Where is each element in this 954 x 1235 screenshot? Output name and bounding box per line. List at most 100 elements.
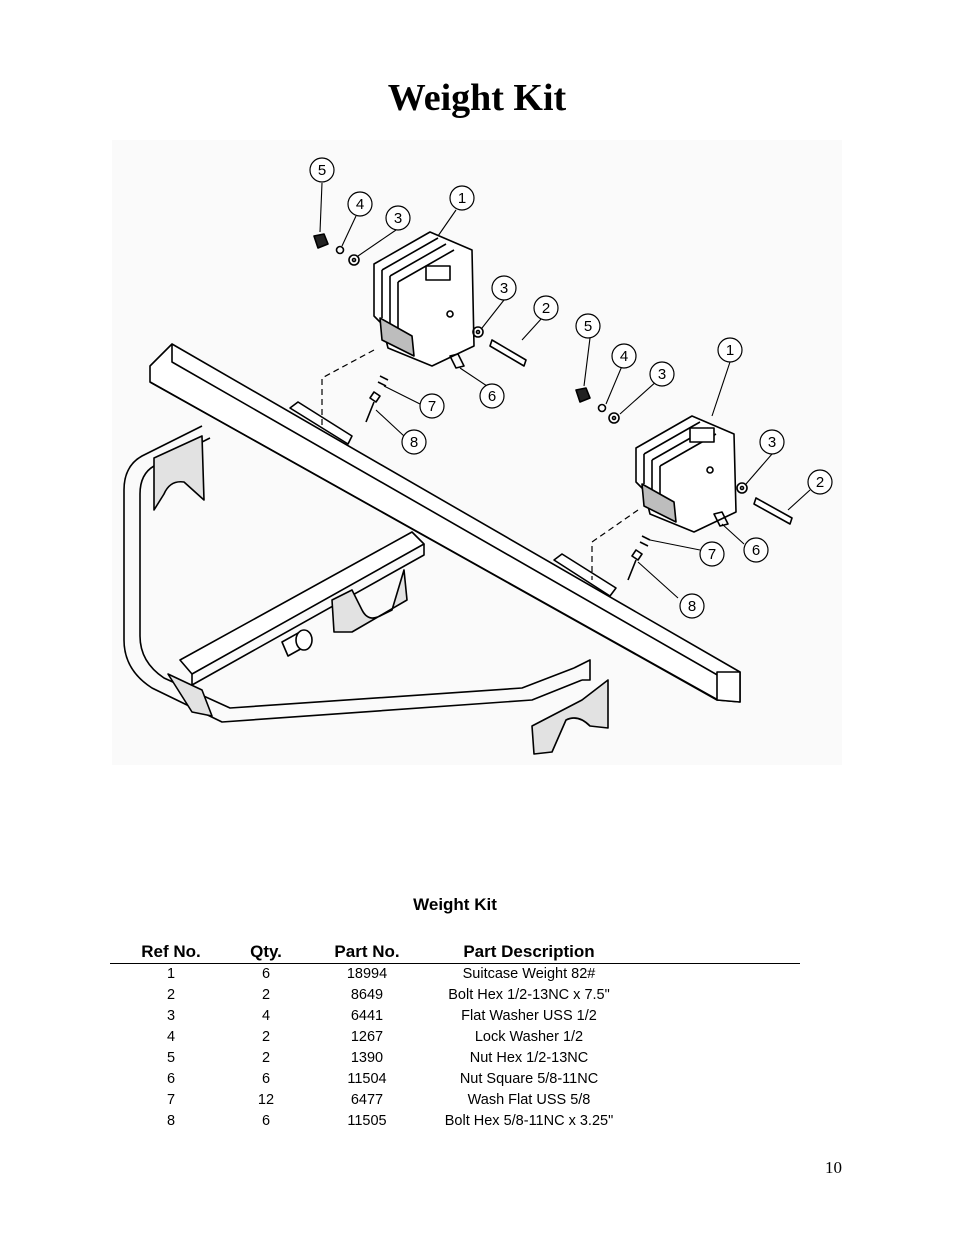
hardware-left	[313, 233, 527, 423]
callout-bubble	[807, 469, 833, 495]
cell-qty: 6	[261, 1071, 271, 1087]
cell-part-description: Flat Washer USS 1/2	[461, 1008, 597, 1024]
callout-number: 7	[428, 398, 436, 415]
cell-qty: 6	[261, 966, 271, 982]
callout-bubble	[611, 343, 637, 369]
frame-gussets	[153, 435, 609, 755]
leader-lines	[319, 182, 811, 599]
cell-qty: 4	[261, 1008, 271, 1024]
cell-part-no: 11504	[347, 1071, 387, 1087]
header-spacer	[624, 940, 800, 964]
cell-part-no: 1267	[350, 1029, 384, 1045]
cell-part-description: Nut Hex 1/2-13NC	[469, 1050, 589, 1066]
cell-spacer	[624, 1027, 800, 1048]
callout-bubble	[491, 275, 517, 301]
callout-bubble	[533, 295, 559, 321]
parts-table-header: Ref No. Qty. Part No. Part Description	[110, 940, 800, 964]
cell-part-no: 18994	[346, 966, 388, 982]
callout-number: 8	[688, 598, 696, 615]
callout-bubble	[401, 429, 427, 455]
callout-bubble	[309, 157, 335, 183]
cell-qty: 6	[261, 1113, 271, 1129]
cell-part-no: 6441	[350, 1008, 384, 1024]
callout-bubble	[347, 191, 373, 217]
saddle-brackets	[289, 401, 617, 597]
cell-part-no: 1390	[350, 1050, 384, 1066]
callout-number: 1	[458, 190, 466, 207]
callout-bubble	[743, 537, 769, 563]
cell-part-description: Bolt Hex 1/2-13NC x 7.5"	[448, 987, 610, 1003]
cell-ref-no: 7	[166, 1092, 176, 1108]
cross-bar	[179, 531, 425, 686]
parts-table-title: Weight Kit	[413, 895, 497, 914]
table-row: 3 4 6441 Flat Washer USS 1/2	[110, 1006, 800, 1027]
cell-part-description: Bolt Hex 5/8-11NC x 3.25"	[444, 1113, 614, 1129]
callout-number: 7	[708, 546, 716, 563]
callout-number: 3	[768, 434, 776, 451]
cell-part-no: 8649	[350, 987, 384, 1003]
header-qty: Qty.	[232, 940, 300, 964]
callout-bubble	[479, 383, 505, 409]
cell-spacer	[624, 1006, 800, 1027]
callout-number: 2	[816, 474, 824, 491]
callout-bubble	[449, 185, 475, 211]
cell-ref-no: 2	[166, 987, 176, 1003]
parts-table: Ref No. Qty. Part No. Part Description 1…	[110, 940, 800, 1132]
callout-number: 6	[752, 542, 760, 559]
cell-spacer	[624, 1111, 800, 1132]
callout-number: 6	[488, 388, 496, 405]
cell-part-description: Nut Square 5/8-11NC	[459, 1071, 599, 1087]
cell-qty: 2	[261, 987, 271, 1003]
cell-part-no: 6477	[350, 1092, 384, 1108]
cell-part-description: Suitcase Weight 82#	[462, 966, 596, 982]
callout-bubble	[759, 429, 785, 455]
hitch-tube	[281, 629, 313, 657]
callout-number: 8	[410, 434, 418, 451]
header-part-description: Part Description	[434, 940, 624, 964]
callout-bubble	[717, 337, 743, 363]
callout-number: 3	[658, 366, 666, 383]
weight-stack-right	[635, 415, 737, 533]
callout-bubble	[575, 313, 601, 339]
cell-ref-no: 1	[166, 966, 176, 982]
cell-ref-no: 8	[166, 1113, 176, 1129]
callout-number: 3	[394, 210, 402, 227]
weight-stack-left	[373, 231, 475, 367]
cell-ref-no: 3	[166, 1008, 176, 1024]
main-beam	[149, 343, 741, 703]
table-row: 5 2 1390 Nut Hex 1/2-13NC	[110, 1048, 800, 1069]
cell-qty: 2	[261, 1050, 271, 1066]
cell-ref-no: 5	[166, 1050, 176, 1066]
table-row: 4 2 1267 Lock Washer 1/2	[110, 1027, 800, 1048]
callout-number: 5	[584, 318, 592, 335]
callout-bubble	[419, 393, 445, 419]
cell-qty: 12	[257, 1092, 275, 1108]
cell-part-description: Lock Washer 1/2	[474, 1029, 584, 1045]
alignment-lines	[321, 349, 639, 580]
callout-bubble	[385, 205, 411, 231]
header-part-no: Part No.	[300, 940, 434, 964]
table-row: 1 6 18994 Suitcase Weight 82#	[110, 964, 800, 986]
cell-spacer	[624, 964, 800, 986]
frame-loop	[123, 425, 591, 723]
table-row: 2 2 8649 Bolt Hex 1/2-13NC x 7.5"	[110, 985, 800, 1006]
cell-ref-no: 4	[166, 1029, 176, 1045]
cell-part-no: 11505	[347, 1113, 387, 1129]
header-ref-no: Ref No.	[110, 940, 232, 964]
table-row: 6 6 11504 Nut Square 5/8-11NC	[110, 1069, 800, 1090]
callout-bubble	[679, 593, 705, 619]
callout-bubble	[649, 361, 675, 387]
page-number: 10	[825, 1158, 842, 1177]
callout-number: 3	[500, 280, 508, 297]
callout-number: 2	[542, 300, 550, 317]
hardware-right	[575, 387, 793, 581]
callout-number: 5	[318, 162, 326, 179]
cell-qty: 2	[261, 1029, 271, 1045]
callout-number: 1	[726, 342, 734, 359]
cell-spacer	[624, 1069, 800, 1090]
table-row: 8 6 11505 Bolt Hex 5/8-11NC x 3.25"	[110, 1111, 800, 1132]
cell-ref-no: 6	[166, 1071, 176, 1087]
